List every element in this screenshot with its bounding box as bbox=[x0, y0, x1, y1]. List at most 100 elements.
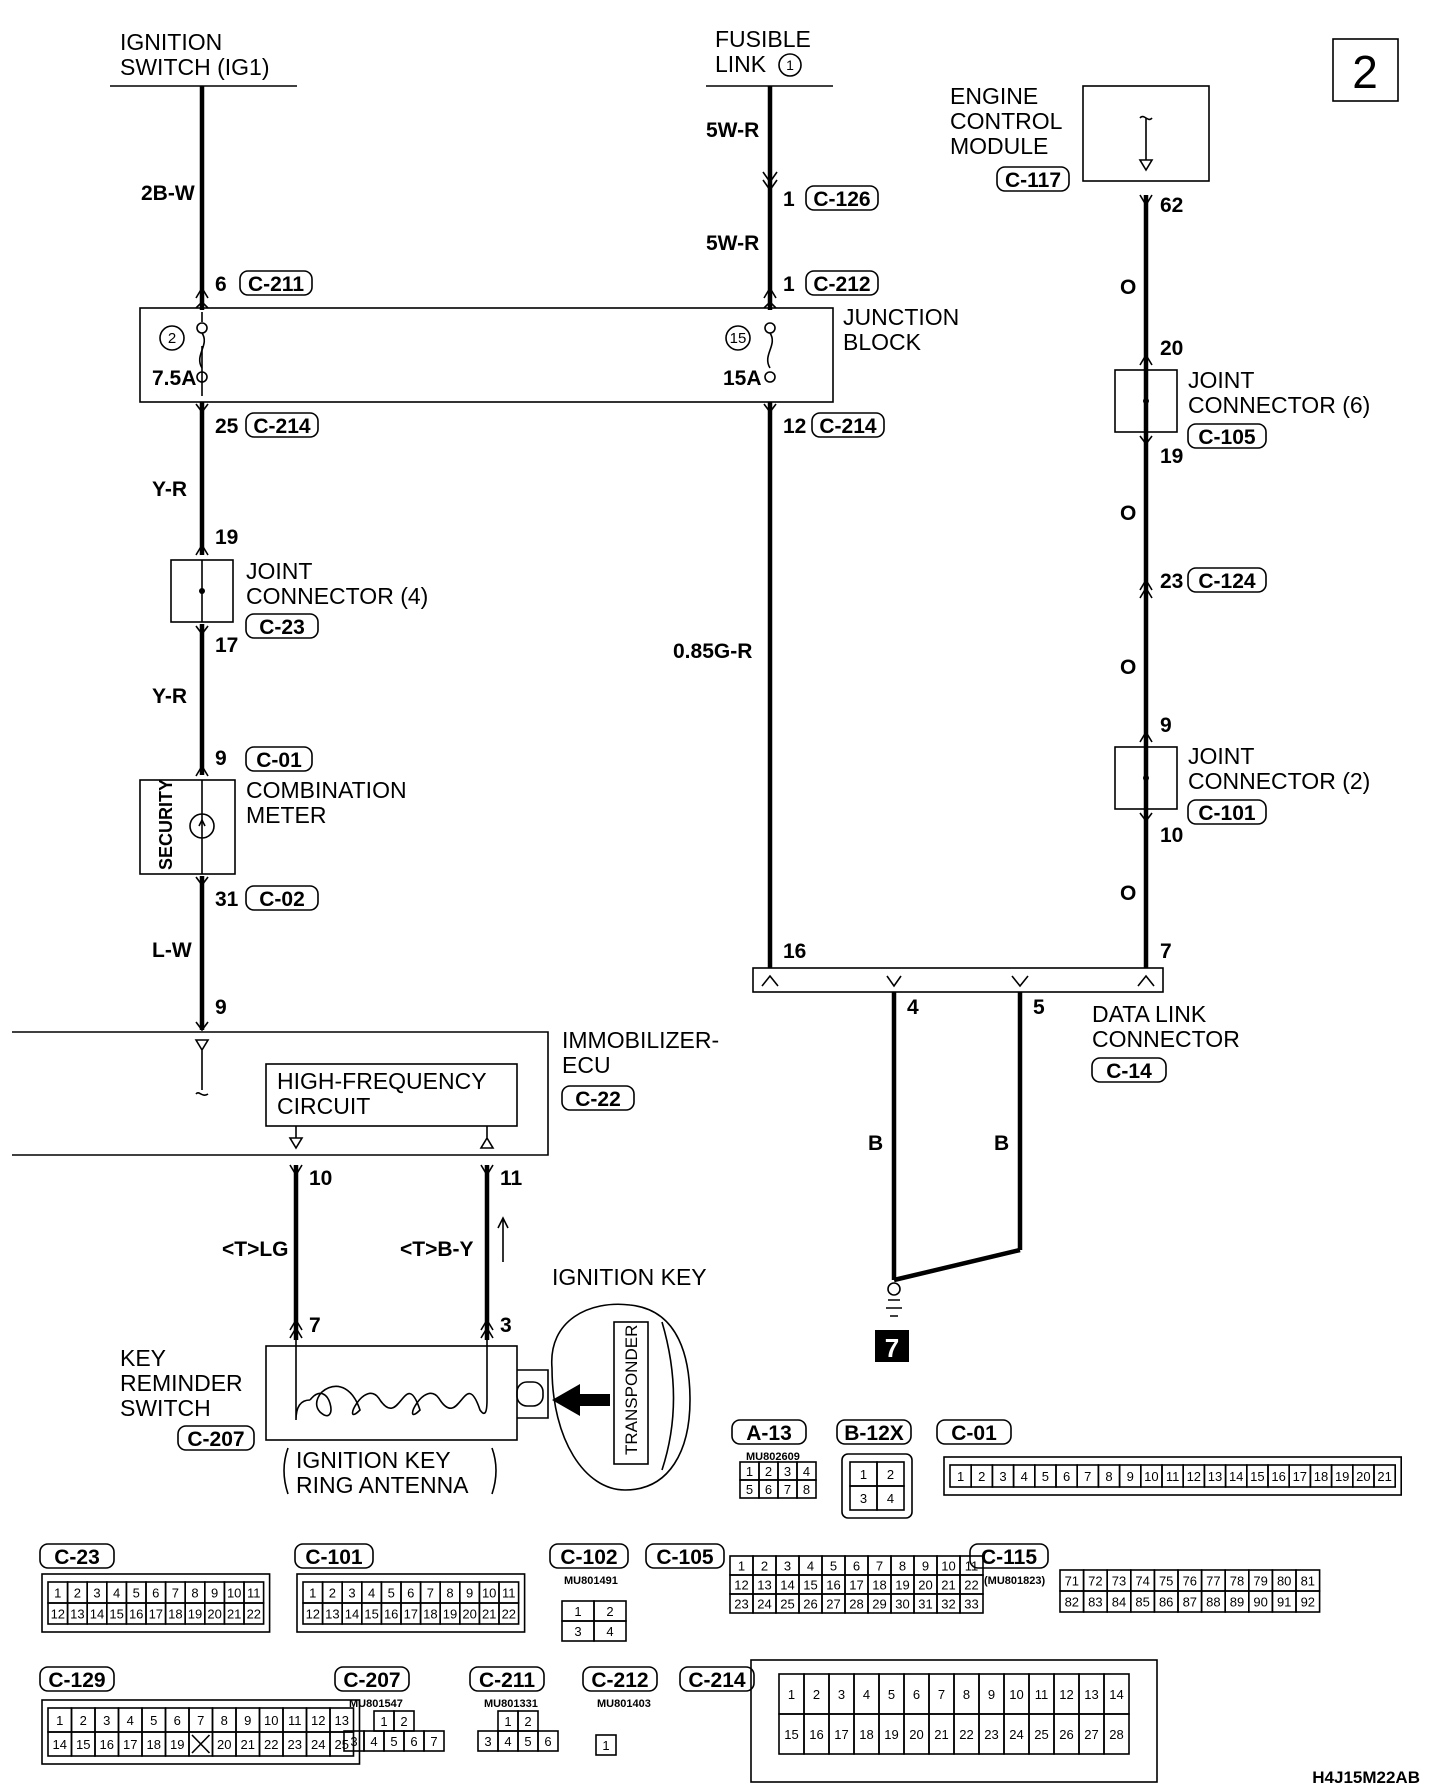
connector-pin-number: 22 bbox=[964, 1578, 978, 1593]
immobilizer-ecu bbox=[12, 1031, 549, 1156]
svg-text:5: 5 bbox=[1033, 996, 1045, 1019]
connector-view-label: C-129 bbox=[48, 1669, 105, 1692]
connector-pin-number: 20 bbox=[207, 1607, 221, 1622]
connector-pin-number: 14 bbox=[345, 1607, 359, 1622]
wire-color-ig1: 2B-W bbox=[141, 182, 195, 205]
connector-pin-number: 15 bbox=[1250, 1469, 1264, 1484]
svg-text:23: 23 bbox=[1160, 570, 1183, 593]
connector-tag-c211: C-211 bbox=[248, 273, 304, 296]
connector-pin-number: 6 bbox=[410, 1734, 417, 1749]
connector-pin-number: 2 bbox=[329, 1586, 336, 1601]
connector-pin-cell bbox=[593, 1620, 627, 1642]
connector-pin-number: 12 bbox=[1187, 1469, 1201, 1484]
connector-pin-number: 8 bbox=[191, 1586, 198, 1601]
svg-text:9: 9 bbox=[215, 747, 227, 770]
svg-text:17: 17 bbox=[215, 634, 238, 657]
connector-pin-number: 90 bbox=[1253, 1595, 1267, 1610]
connector-pin-number: 72 bbox=[1088, 1574, 1102, 1589]
connector-pin-cell bbox=[1373, 1464, 1397, 1488]
connector-view-label: C-23 bbox=[54, 1546, 100, 1569]
connector-pin-number: 5 bbox=[888, 1687, 895, 1702]
connector-pin-number: 80 bbox=[1277, 1574, 1291, 1589]
connector-pin-number: 28 bbox=[1109, 1727, 1123, 1742]
svg-text:O: O bbox=[1120, 656, 1136, 679]
diagram-code: H4J15M22AB bbox=[1312, 1768, 1420, 1787]
connector-view-label: C-101 bbox=[305, 1546, 363, 1569]
connector-pin-number: 29 bbox=[872, 1597, 886, 1612]
connector-pin-number: 8 bbox=[1105, 1469, 1112, 1484]
connector-pin-number: 4 bbox=[113, 1586, 120, 1601]
connector-pin-number: 14 bbox=[90, 1607, 104, 1622]
connector-pin-number: 16 bbox=[826, 1578, 840, 1593]
connector-pin-number: 3 bbox=[348, 1586, 355, 1601]
immobilizer-ecu-label: IMMOBILIZER- ECU bbox=[562, 1027, 719, 1078]
connector-pin-number: 14 bbox=[1109, 1687, 1123, 1702]
connector-tag-c23: C-23 bbox=[259, 616, 305, 639]
connector-pin-number: 28 bbox=[849, 1597, 863, 1612]
connector-pin-number: 7 bbox=[784, 1482, 791, 1497]
connector-pin-number: 4 bbox=[863, 1687, 870, 1702]
connector-pin-number: 73 bbox=[1112, 1574, 1126, 1589]
connector-pin-number: 13 bbox=[325, 1607, 339, 1622]
connector-pin-number: 4 bbox=[504, 1734, 511, 1749]
svg-text:O: O bbox=[1120, 276, 1136, 299]
security-label: SECURITY bbox=[156, 779, 176, 870]
connector-housing bbox=[41, 1699, 361, 1765]
svg-text:IMMOBILIZER-: IMMOBILIZER- bbox=[562, 1027, 719, 1053]
connector-pin-number: 92 bbox=[1301, 1595, 1315, 1610]
connector-pin-number: 24 bbox=[757, 1597, 771, 1612]
svg-text:JUNCTION: JUNCTION bbox=[843, 304, 959, 330]
connector-pin-number: 6 bbox=[765, 1482, 772, 1497]
connector-pin-number: 11 bbox=[247, 1586, 261, 1601]
connector-pin-number: 89 bbox=[1230, 1595, 1244, 1610]
connector-pin-number: 19 bbox=[170, 1737, 184, 1752]
connector-pin-number: 9 bbox=[244, 1713, 251, 1728]
svg-text:7.5A: 7.5A bbox=[152, 367, 196, 390]
connector-pin-number: 2 bbox=[813, 1687, 820, 1702]
svg-text:25: 25 bbox=[215, 415, 239, 438]
connector-pin-number: 24 bbox=[1009, 1727, 1023, 1742]
svg-text:2: 2 bbox=[168, 330, 176, 347]
key-reminder-switch-label: KEY REMINDER SWITCH bbox=[120, 1345, 243, 1421]
connector-pin-number: 14 bbox=[53, 1737, 67, 1752]
connector-pin-number: 25 bbox=[780, 1597, 794, 1612]
connector-view-label: A-13 bbox=[746, 1422, 792, 1445]
svg-text:CONNECTOR (4): CONNECTOR (4) bbox=[246, 583, 428, 609]
svg-text:JOINT: JOINT bbox=[1188, 743, 1254, 769]
connector-tag-c105: C-105 bbox=[1198, 426, 1256, 449]
connector-part-number: MU801547 bbox=[349, 1698, 403, 1710]
svg-text:HIGH-FREQUENCY: HIGH-FREQUENCY bbox=[277, 1068, 487, 1094]
connector-pin-number: 86 bbox=[1159, 1595, 1173, 1610]
connector-view-label: C-105 bbox=[656, 1546, 714, 1569]
connector-pin-number: 88 bbox=[1206, 1595, 1220, 1610]
svg-text:3: 3 bbox=[500, 1314, 512, 1337]
connector-pin-number: 21 bbox=[482, 1607, 496, 1622]
fuse-right: 15 15A bbox=[723, 300, 777, 390]
connector-pin-number: 19 bbox=[895, 1578, 909, 1593]
connector-pin-number: 20 bbox=[909, 1727, 923, 1742]
connector-view-label: C-115 bbox=[981, 1546, 1037, 1569]
connector-pin-number: 1 bbox=[309, 1586, 316, 1601]
svg-text:<T>LG: <T>LG bbox=[222, 1238, 289, 1261]
connector-pin-number: 4 bbox=[606, 1624, 613, 1639]
connector-pin-number: 6 bbox=[544, 1734, 551, 1749]
junction-block bbox=[139, 307, 834, 403]
svg-text:DATA LINK: DATA LINK bbox=[1092, 1001, 1207, 1027]
connector-part-number: MU802609 bbox=[746, 1451, 800, 1463]
connector-pin-number: 76 bbox=[1183, 1574, 1197, 1589]
connector-pin-number: 3 bbox=[784, 1559, 791, 1574]
connector-pin-number: 3 bbox=[784, 1464, 791, 1479]
connector-tag-c101: C-101 bbox=[1198, 802, 1256, 825]
connector-pin-number: 3 bbox=[350, 1734, 357, 1749]
connector-pin-number: 19 bbox=[188, 1607, 202, 1622]
ring-antenna-coil bbox=[295, 1340, 488, 1421]
connector-pin-number: 2 bbox=[978, 1469, 985, 1484]
connector-pin-number: 20 bbox=[217, 1737, 231, 1752]
connector-pin-number: 8 bbox=[963, 1687, 970, 1702]
svg-text:9: 9 bbox=[215, 996, 227, 1019]
svg-text:CONNECTOR (6): CONNECTOR (6) bbox=[1188, 392, 1370, 418]
connector-pin-number: 12 bbox=[734, 1578, 748, 1593]
